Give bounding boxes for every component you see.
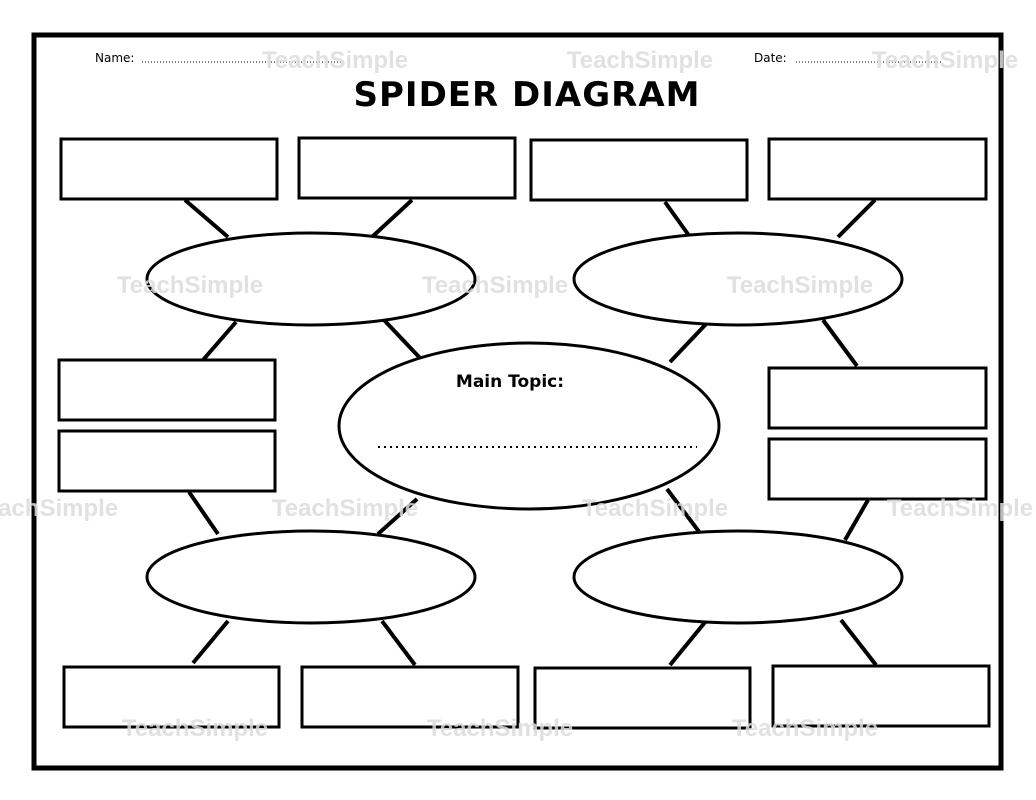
answer-box[interactable] bbox=[59, 137, 279, 201]
answer-box[interactable] bbox=[297, 136, 517, 200]
answer-box[interactable] bbox=[767, 366, 988, 430]
answer-box[interactable] bbox=[300, 665, 520, 729]
subtopic-oval[interactable] bbox=[145, 231, 477, 327]
main-topic-label: Main Topic: bbox=[456, 372, 564, 392]
page-title: SPIDER DIAGRAM bbox=[354, 75, 701, 115]
answer-box[interactable] bbox=[771, 664, 991, 728]
answer-box[interactable] bbox=[62, 665, 281, 729]
answer-box[interactable] bbox=[533, 666, 752, 730]
subtopic-oval[interactable] bbox=[145, 529, 477, 625]
answer-boxes bbox=[57, 136, 991, 730]
subtopic-oval[interactable] bbox=[572, 231, 904, 327]
answer-box[interactable] bbox=[767, 437, 988, 501]
answer-box[interactable] bbox=[767, 137, 988, 201]
answer-box[interactable] bbox=[57, 429, 277, 493]
answer-box[interactable] bbox=[57, 358, 277, 422]
date-label: Date: bbox=[754, 51, 787, 65]
subtopic-ovals bbox=[145, 231, 904, 625]
subtopic-oval[interactable] bbox=[572, 529, 904, 625]
answer-box[interactable] bbox=[529, 138, 749, 202]
watermark: TeachSimple bbox=[0, 495, 118, 522]
name-label: Name: bbox=[95, 51, 134, 65]
page-border bbox=[31, 32, 1004, 771]
watermark: TeachSimple bbox=[567, 47, 713, 74]
main-topic-oval[interactable] bbox=[337, 341, 721, 511]
watermark: TeachSimple bbox=[262, 47, 408, 74]
watermark: TeachSimple bbox=[872, 47, 1018, 74]
connector-lines bbox=[183, 198, 878, 667]
